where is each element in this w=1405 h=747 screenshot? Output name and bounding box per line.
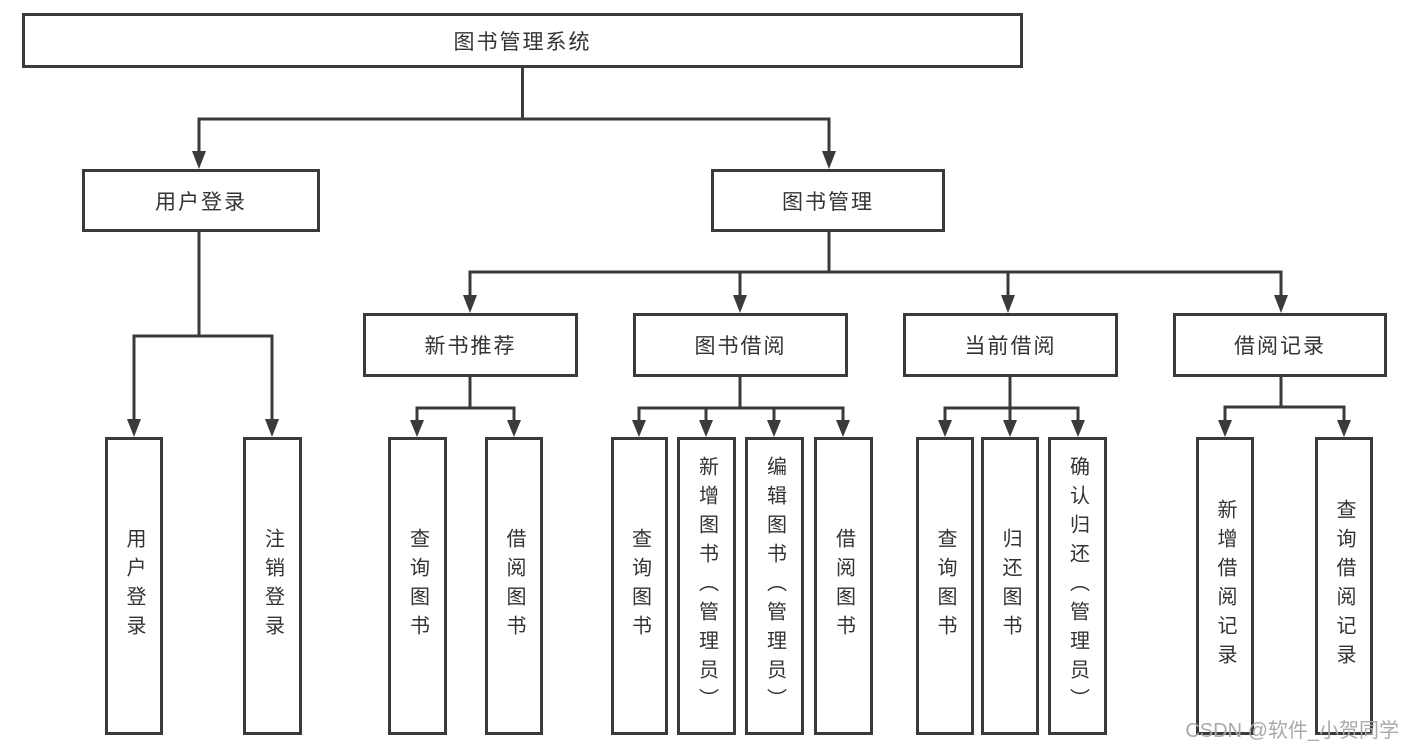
leaf-query-borrow-record: 查询借阅记录 (1315, 437, 1373, 735)
node-label: 新增借阅记录 (1214, 499, 1236, 673)
leaf-borrow-books-recommend: 借阅图书 (485, 437, 543, 735)
node-label: 查询图书 (628, 528, 651, 644)
leaf-borrow-books-borrowing: 借阅图书 (814, 437, 873, 735)
node-new-book-recommendation: 新书推荐 (363, 313, 578, 377)
node-label: 借阅图书 (832, 528, 855, 644)
node-label: 新书推荐 (424, 335, 517, 358)
node-label: 归还图书 (999, 528, 1021, 644)
leaf-edit-book-admin: 编辑图书（管理员） (745, 437, 804, 735)
node-label: 当前借阅 (964, 335, 1057, 358)
node-book-management-system: 图书管理系统 (22, 13, 1023, 68)
node-label: 用户登录 (123, 528, 145, 644)
node-label: 查询借阅记录 (1333, 499, 1355, 673)
leaf-query-books-current: 查询图书 (916, 437, 974, 735)
node-label: 确认归还（管理员） (1066, 455, 1089, 717)
node-current-borrowing: 当前借阅 (903, 313, 1118, 377)
leaf-confirm-return-admin: 确认归还（管理员） (1048, 437, 1107, 735)
node-label: 注销登录 (261, 528, 284, 644)
leaf-return-books: 归还图书 (981, 437, 1039, 735)
leaf-logout: 注销登录 (243, 437, 302, 735)
csdn-watermark: CSDN @软件_小贺同学 (1185, 720, 1399, 742)
node-label: 图书借阅 (694, 335, 787, 358)
node-user-login: 用户登录 (82, 169, 320, 232)
leaf-add-book-admin: 新增图书（管理员） (677, 437, 736, 735)
node-label: 查询图书 (934, 528, 956, 644)
node-label: 借阅图书 (503, 528, 525, 644)
leaf-add-borrow-record: 新增借阅记录 (1196, 437, 1254, 735)
leaf-query-books-recommend: 查询图书 (388, 437, 447, 735)
node-label: 图书管理系统 (453, 30, 592, 54)
node-label: 查询图书 (406, 528, 429, 644)
node-borrowing-records: 借阅记录 (1173, 313, 1387, 377)
node-book-management: 图书管理 (711, 169, 945, 232)
node-book-borrowing: 图书借阅 (633, 313, 848, 377)
node-label: 用户登录 (155, 190, 247, 214)
leaf-query-books-borrowing: 查询图书 (611, 437, 668, 735)
leaf-user-login: 用户登录 (105, 437, 163, 735)
node-label: 编辑图书（管理员） (763, 455, 786, 717)
node-label: 借阅记录 (1234, 335, 1326, 358)
node-label: 图书管理 (782, 190, 874, 214)
node-label: 新增图书（管理员） (695, 455, 718, 717)
